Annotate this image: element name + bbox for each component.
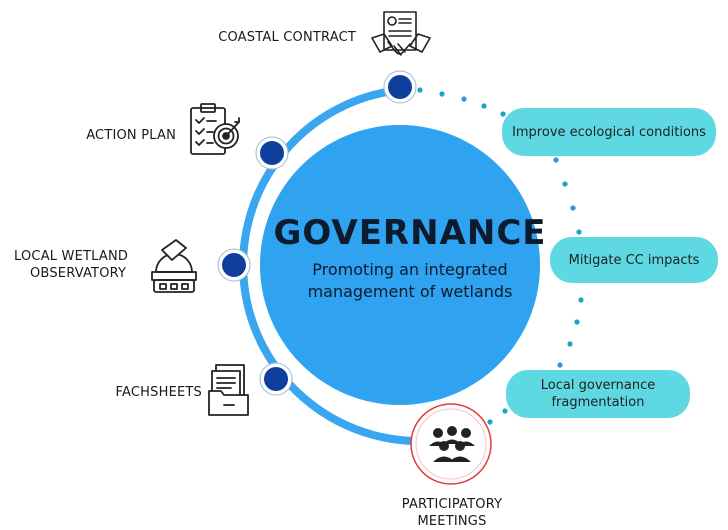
arc-node-observatory [217,248,251,282]
clipboard-target-icon [190,103,240,155]
observatory-icon [151,239,197,293]
center-subtitle: Promoting an integrated management of we… [268,259,552,303]
outcome-local-governance-fragmentation: Local governance fragmentation [506,370,690,418]
label-observatory-line1: LOCAL WETLAND [14,249,129,264]
label-participatory-meetings: PARTICIPATORY MEETINGS [372,496,532,530]
handshake-contract-icon [371,11,431,56]
label-meetings-line2: MEETINGS [417,514,487,529]
arc-node-coastal-contract [383,70,417,104]
outcome-fragmentation-line1: Local governance [540,378,656,393]
center-subtitle-line2: management of wetlands [307,282,513,301]
arc-node-fachsheets [259,362,293,396]
center-subtitle-line1: Promoting an integrated [312,260,508,279]
outcome-fragmentation-line2: fragmentation [551,395,645,410]
process-arc [238,86,442,446]
label-observatory-line2: OBSERVATORY [30,266,127,281]
folder-documents-icon [208,364,249,416]
label-coastal-contract: COASTAL CONTRACT [218,30,356,45]
label-fachsheets: FACHSHEETS [115,385,202,400]
center-title: GOVERNANCE [273,213,547,253]
center-circle [260,125,540,405]
arc-node-action-plan [255,136,289,170]
outcome-improve-ecological-conditions: Improve ecological conditions [502,108,716,156]
label-local-wetland-observatory: LOCAL WETLAND OBSERVATORY [14,248,144,282]
outcome-mitigate-cc-impacts: Mitigate CC impacts [550,237,718,283]
label-action-plan: ACTION PLAN [86,128,176,143]
label-meetings-line1: PARTICIPATORY [401,497,503,512]
people-group-icon [429,426,475,462]
